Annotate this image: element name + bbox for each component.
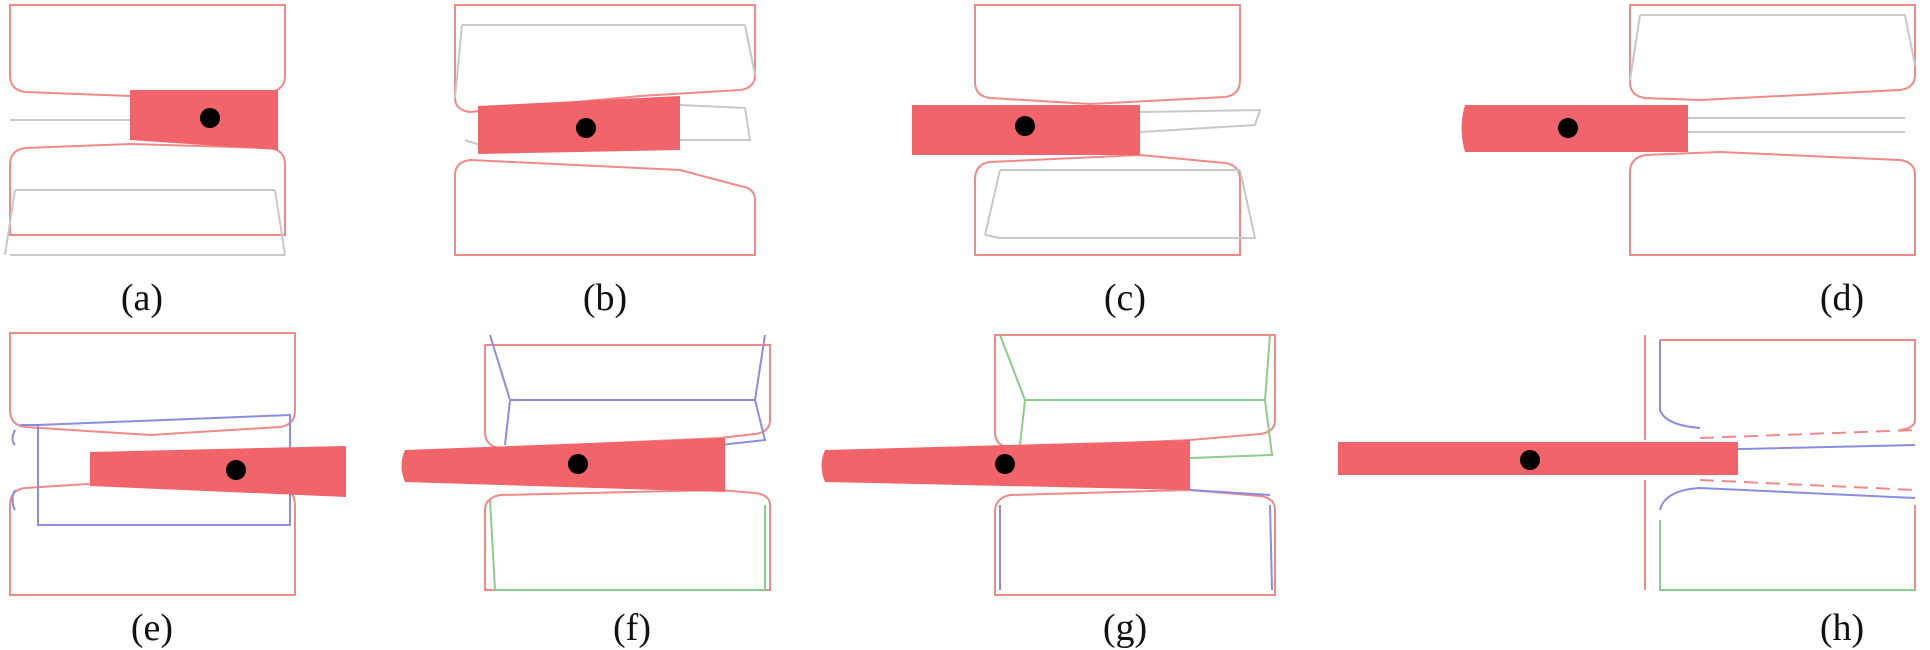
reference-marker [1558,118,1578,138]
panel-caption: (b) [583,277,627,319]
panel-c: (c) [912,4,1262,319]
mesh-lines [4,119,286,256]
reference-marker [576,118,596,138]
panel-h: (h) [1338,335,1916,649]
reference-marker [226,460,246,480]
reference-marker [995,454,1015,474]
upper-roll-outline [974,4,1241,106]
panel-caption: (a) [121,277,163,319]
upper-roll-outline [1629,4,1916,102]
mesh-lines [984,108,1262,239]
workpiece-bar [90,446,346,497]
lower-roll-outline [994,488,1276,596]
lower-roll-outline [9,478,296,596]
upper-roll-outline [454,4,756,114]
panel-caption: (d) [1820,277,1864,319]
lower-roll-outline [454,158,756,256]
panel-caption: (c) [1104,277,1146,319]
mesh-lines [11,413,291,526]
mesh-lines-green [1659,520,1915,591]
upper-roll-outline [484,344,771,450]
mesh-lines [1629,14,1916,133]
reference-marker [1015,116,1035,136]
panel-a: (a) [4,4,286,319]
mesh-lines [454,24,756,146]
mesh-lines-blue [999,489,1273,591]
upper-roll-outline [1644,335,1916,440]
mesh-dashes [1699,429,1916,491]
reference-marker [1520,450,1540,470]
panel-caption: (f) [613,607,651,649]
upper-roll-outline [994,334,1276,450]
lower-roll-outline [484,488,771,591]
mesh-lines [999,334,1274,459]
panel-f: (f) [401,334,771,649]
mesh-lines-green [489,499,766,591]
panel-d: (d) [1461,4,1916,319]
lower-roll-outline [9,142,286,236]
mesh-lines [489,334,767,446]
lower-roll-outline [974,153,1241,256]
panel-g: (g) [821,334,1276,649]
workpiece-bar [401,438,725,492]
lower-roll-outline [1629,150,1916,256]
mesh-lines [1659,340,1916,511]
panel-b: (b) [454,4,756,319]
panel-e: (e) [9,332,346,649]
reference-marker [200,108,220,128]
upper-roll-outline [9,332,296,437]
reference-marker [568,454,588,474]
panel-caption: (g) [1103,607,1147,649]
upper-roll-outline [9,4,286,98]
panel-caption: (e) [131,607,173,649]
panel-caption: (h) [1820,607,1864,649]
